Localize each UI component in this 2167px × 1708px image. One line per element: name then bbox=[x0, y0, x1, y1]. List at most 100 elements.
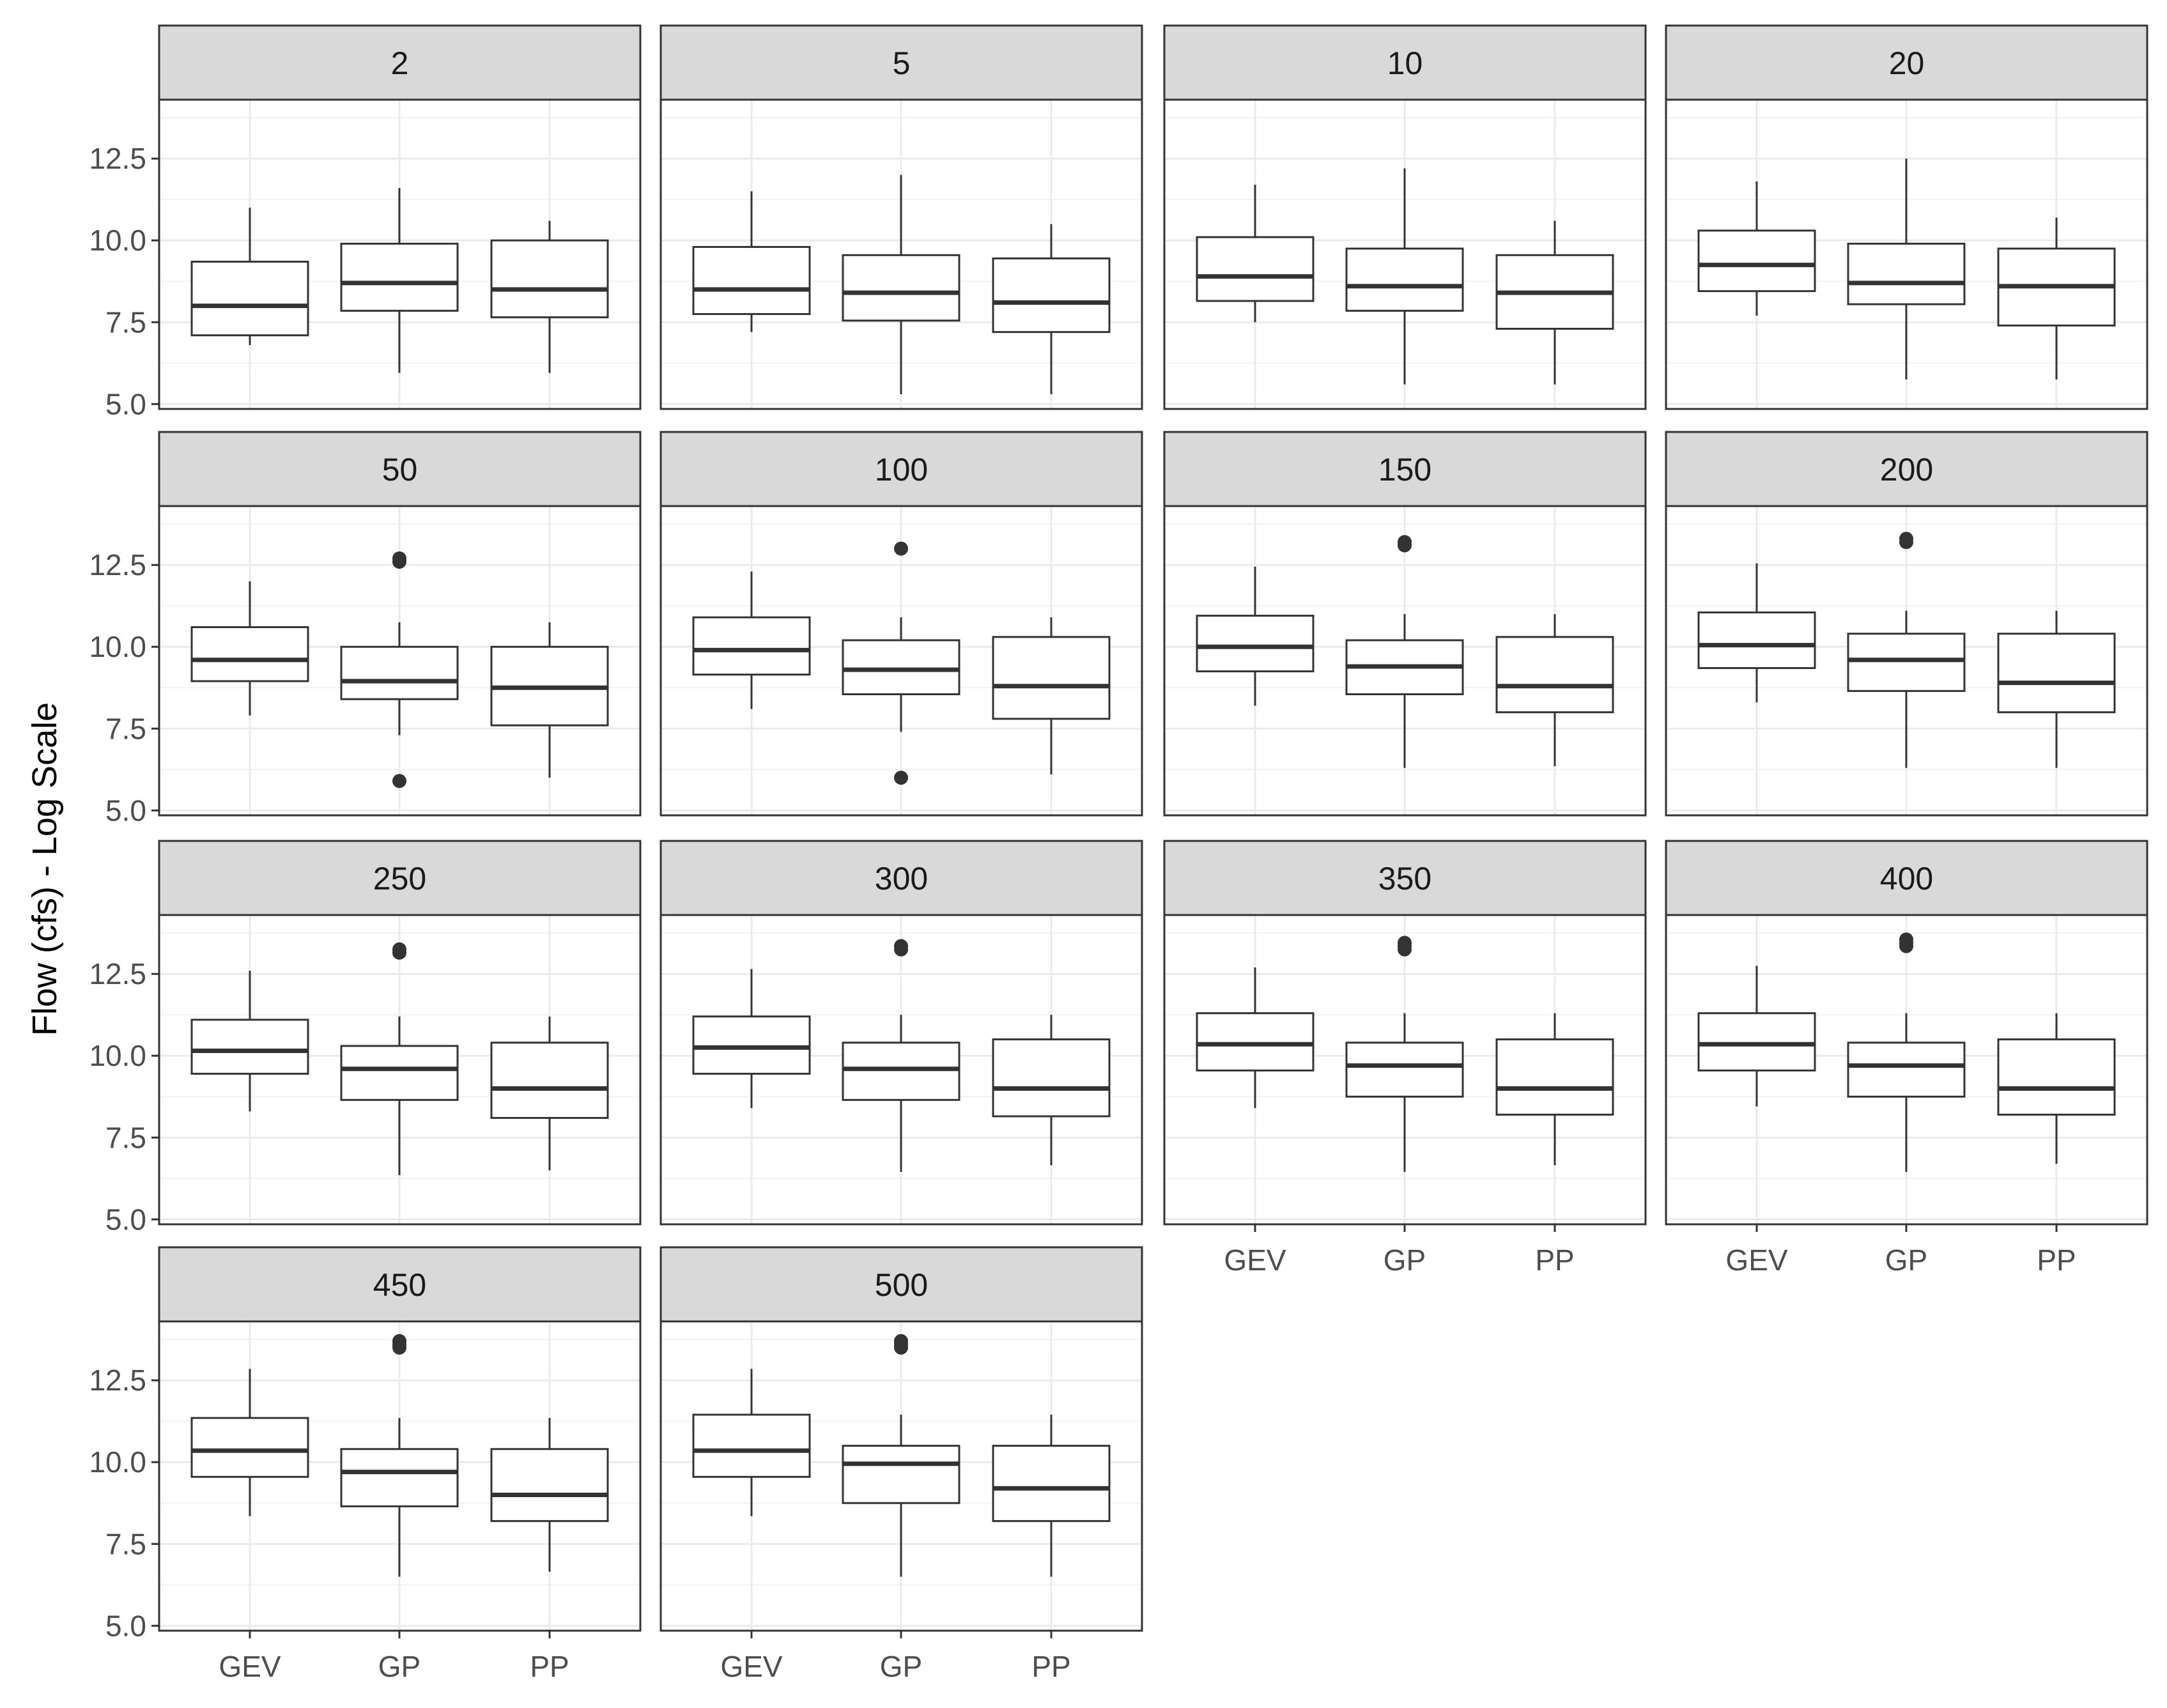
iqr-box bbox=[692, 1015, 811, 1075]
facet-strip-label: 5 bbox=[893, 45, 911, 81]
facet-strip-label: 100 bbox=[875, 452, 928, 488]
outlier-point bbox=[894, 939, 908, 953]
facet-strip bbox=[1163, 24, 1647, 101]
iqr-box bbox=[1847, 1042, 1966, 1098]
iqr-box bbox=[842, 254, 960, 322]
panel-border bbox=[1163, 98, 1647, 410]
y-tick-label: 5.0 bbox=[105, 1203, 146, 1236]
boxplot-GEV bbox=[692, 969, 811, 1109]
facet-strip bbox=[158, 431, 642, 507]
outlier-point bbox=[1899, 532, 1913, 546]
y-tick-label: 7.5 bbox=[105, 1121, 146, 1154]
boxplot-PP bbox=[992, 1414, 1111, 1577]
facet-strip-label: 50 bbox=[382, 452, 418, 488]
facet-strip bbox=[1163, 840, 1647, 916]
iqr-box bbox=[190, 1019, 309, 1075]
iqr-box bbox=[490, 1448, 609, 1522]
boxplot-GEV bbox=[1196, 967, 1315, 1109]
outlier-point bbox=[392, 1334, 406, 1348]
outlier-point bbox=[1398, 935, 1412, 950]
boxplot-GP bbox=[340, 551, 459, 789]
boxplot-GEV bbox=[1196, 566, 1315, 706]
iqr-box bbox=[1495, 636, 1614, 714]
iqr-box bbox=[1345, 1042, 1464, 1098]
iqr-box bbox=[1697, 1012, 1816, 1072]
panel-border bbox=[1665, 98, 2148, 410]
panel-border bbox=[158, 914, 642, 1226]
outlier-point bbox=[392, 551, 406, 565]
outlier-point bbox=[1398, 535, 1412, 550]
iqr-box bbox=[692, 616, 811, 676]
x-tick-label: PP bbox=[530, 1650, 569, 1683]
boxplot-PP bbox=[1997, 217, 2116, 380]
iqr-box bbox=[490, 1042, 609, 1119]
facet-panel-300: 300 bbox=[659, 840, 1143, 1226]
facet-strip-label: 300 bbox=[875, 861, 928, 896]
facet-strip-label: 500 bbox=[875, 1267, 928, 1303]
boxplot-GEV bbox=[190, 971, 309, 1112]
boxplot-GP bbox=[842, 939, 960, 1173]
iqr-box bbox=[340, 1045, 459, 1101]
iqr-box bbox=[1196, 615, 1315, 673]
y-tick-label: 12.5 bbox=[89, 1364, 146, 1397]
boxplot-GEV bbox=[1196, 185, 1315, 323]
y-tick-label: 10.0 bbox=[89, 224, 146, 257]
facet-strip bbox=[659, 1246, 1143, 1323]
facet-strip-label: 150 bbox=[1378, 452, 1431, 488]
boxplot-PP bbox=[490, 220, 609, 373]
boxplot-PP bbox=[1997, 1013, 2116, 1164]
x-tick-label: GP bbox=[378, 1650, 420, 1683]
facet-strip-label: 200 bbox=[1880, 452, 1933, 488]
panel-border bbox=[659, 505, 1143, 817]
y-tick-label: 7.5 bbox=[105, 305, 146, 339]
outlier-point bbox=[894, 771, 908, 785]
facet-strip bbox=[158, 24, 642, 101]
facet-strip bbox=[659, 840, 1143, 916]
facet-strip bbox=[158, 840, 642, 916]
iqr-box bbox=[992, 1038, 1111, 1118]
facet-strip bbox=[1665, 840, 2148, 916]
x-tick-label: GEV bbox=[1224, 1243, 1286, 1277]
boxplot-PP bbox=[490, 1418, 609, 1572]
x-tick-label: GP bbox=[1384, 1243, 1426, 1277]
facet-strip-label: 20 bbox=[1889, 45, 1925, 81]
iqr-box bbox=[1345, 247, 1464, 312]
outlier-point bbox=[894, 1334, 908, 1348]
boxplot-GP bbox=[1847, 532, 1966, 768]
panel-border bbox=[659, 914, 1143, 1226]
boxplot-PP bbox=[992, 224, 1111, 394]
boxplot-PP bbox=[992, 1015, 1111, 1166]
facet-strip bbox=[158, 1246, 642, 1323]
iqr-box bbox=[1997, 1038, 2116, 1116]
x-tick-label: GP bbox=[1885, 1243, 1927, 1277]
boxplot-GEV bbox=[692, 1369, 811, 1516]
panel-border bbox=[659, 98, 1143, 410]
iqr-box bbox=[992, 1445, 1111, 1522]
iqr-box bbox=[842, 639, 960, 695]
facet-strip-label: 2 bbox=[391, 45, 409, 81]
iqr-box bbox=[1196, 236, 1315, 302]
y-tick-label: 10.0 bbox=[89, 630, 146, 663]
boxplot-GEV bbox=[190, 581, 309, 716]
facet-strip bbox=[659, 431, 1143, 507]
facet-strip-label: 400 bbox=[1880, 861, 1933, 896]
boxplot-GP bbox=[340, 188, 459, 373]
facet-panel-2: 25.07.510.012.5 bbox=[89, 24, 642, 420]
boxplot-PP bbox=[1997, 610, 2116, 768]
boxplot-PP bbox=[992, 617, 1111, 774]
iqr-box bbox=[842, 1042, 960, 1101]
boxplot-GEV bbox=[190, 1369, 309, 1516]
outlier-point bbox=[392, 774, 406, 789]
facet-strip bbox=[1665, 431, 2148, 507]
iqr-box bbox=[1847, 242, 1966, 305]
boxplot-GP bbox=[1345, 168, 1464, 385]
boxplot-GEV bbox=[1697, 966, 1816, 1107]
facet-strip bbox=[659, 24, 1143, 101]
facet-panel-50: 505.07.510.012.5 bbox=[89, 431, 642, 827]
iqr-box bbox=[842, 1445, 960, 1504]
y-tick-label: 7.5 bbox=[105, 712, 146, 745]
iqr-box bbox=[1697, 611, 1816, 670]
